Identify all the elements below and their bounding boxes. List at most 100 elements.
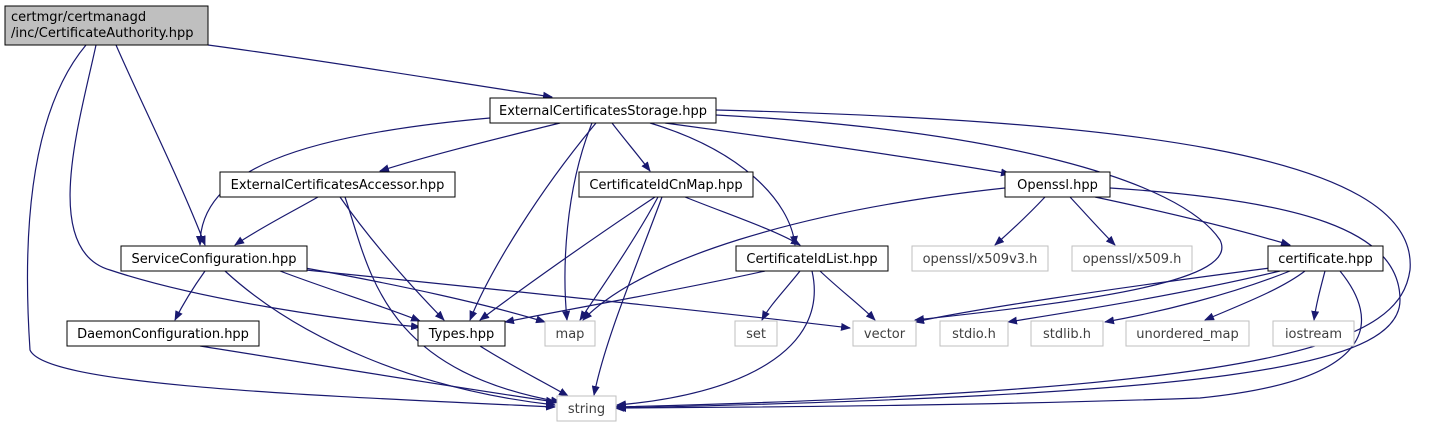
node-map[interactable]: map <box>544 320 596 347</box>
node-certificate[interactable]: certificate.hpp <box>1267 245 1384 272</box>
node-label: vector <box>864 327 906 342</box>
node-set[interactable]: set <box>734 320 778 347</box>
node-openssl-x509v3[interactable]: openssl/x509v3.h <box>911 245 1049 272</box>
node-box <box>1071 245 1193 272</box>
edge-storage-openssl <box>664 122 1011 177</box>
edge-idlist-vector <box>819 270 876 321</box>
edge-service-string <box>224 270 556 408</box>
node-label: /inc/CertificateAuthority.hpp <box>11 26 193 41</box>
node-label: set <box>746 327 766 342</box>
node-label: Openssl.hpp <box>1017 178 1098 193</box>
node-box <box>489 97 717 124</box>
node-service-config[interactable]: ServiceConfiguration.hpp <box>120 245 308 272</box>
node-label: ExternalCertificatesAccessor.hpp <box>231 178 445 193</box>
node-types[interactable]: Types.hpp <box>417 320 506 347</box>
edge-storage-types <box>469 122 597 321</box>
node-box <box>4 5 209 46</box>
edge-root-service-config <box>115 44 206 246</box>
node-openssl-x509[interactable]: openssl/x509.h <box>1071 245 1193 272</box>
node-ext-storage[interactable]: ExternalCertificatesStorage.hpp <box>489 97 717 124</box>
edge-storage-unordered-map <box>614 109 1411 411</box>
node-label: stdlib.h <box>1043 327 1091 342</box>
edge-idlist-string <box>616 270 815 409</box>
node-label: iostream <box>1285 327 1342 342</box>
node-label: ExternalCertificatesStorage.hpp <box>499 104 707 119</box>
edge-daemon-string <box>199 345 556 405</box>
node-box <box>735 245 889 272</box>
edge-storage-vector <box>715 114 1223 324</box>
edge-cert-stdio <box>1007 270 1281 325</box>
edge-service-types <box>279 270 421 322</box>
node-daemon-config[interactable]: DaemonConfiguration.hpp <box>66 320 260 347</box>
node-box <box>1125 320 1250 347</box>
edge-cert-vector <box>914 267 1271 324</box>
edge-accessor-string <box>344 196 561 405</box>
node-box <box>1030 320 1104 347</box>
node-box <box>544 320 596 347</box>
node-box <box>1004 171 1111 198</box>
node-box <box>417 320 506 347</box>
node-label: map <box>556 327 585 342</box>
node-unordered-map[interactable]: unordered_map <box>1125 320 1250 347</box>
node-label: stdio.h <box>952 327 996 342</box>
node-box <box>578 171 754 198</box>
edge-cert-stdlib <box>1104 270 1291 325</box>
node-stdio[interactable]: stdio.h <box>939 320 1009 347</box>
edge-idcnmap-idlist <box>684 196 801 246</box>
node-openssl[interactable]: Openssl.hpp <box>1004 171 1111 198</box>
edge-service-daemon <box>174 270 206 321</box>
edge-idcnmap-string <box>591 196 663 396</box>
node-box <box>911 245 1049 272</box>
node-stdlib[interactable]: stdlib.h <box>1030 320 1104 347</box>
node-box <box>66 320 260 347</box>
edge-types-string <box>479 345 569 397</box>
node-label: string <box>568 402 605 417</box>
node-cert-idlist[interactable]: CertificateIdList.hpp <box>735 245 889 272</box>
edge-openssl-certificate <box>1094 196 1291 247</box>
node-ext-accessor[interactable]: ExternalCertificatesAccessor.hpp <box>219 171 456 198</box>
node-box <box>1267 245 1384 272</box>
edge-storage-map <box>562 122 593 321</box>
edge-service-map <box>304 267 546 324</box>
node-box <box>1272 320 1355 347</box>
edge-service-vector <box>305 269 851 331</box>
node-cert-idcn-map[interactable]: CertificateIdCnMap.hpp <box>578 171 754 198</box>
node-label: ServiceConfiguration.hpp <box>131 252 296 267</box>
edge-storage-accessor <box>379 122 561 173</box>
node-label: certmgr/certmanagd <box>11 10 146 25</box>
edge-idcnmap-map <box>579 196 659 321</box>
node-string[interactable]: string <box>556 395 617 422</box>
edge-storage-idlist <box>649 122 798 246</box>
edge-root-string <box>26 44 556 411</box>
edge-accessor-service-config <box>234 196 319 246</box>
node-label: unordered_map <box>1136 327 1239 342</box>
edge-cert-unordered <box>1204 270 1306 321</box>
node-box <box>852 320 917 347</box>
edge-cert-iostream <box>1311 270 1326 321</box>
node-iostream[interactable]: iostream <box>1272 320 1355 347</box>
graph-nodes: certmgr/certmanagd/inc/CertificateAuthor… <box>4 5 1384 422</box>
node-label: CertificateIdCnMap.hpp <box>589 178 742 193</box>
edge-idlist-types <box>504 270 766 325</box>
edge-root-ext-storage <box>207 44 553 100</box>
node-box <box>556 395 617 422</box>
edge-openssl-x509v3 <box>994 196 1046 246</box>
edge-openssl-string <box>614 187 1401 412</box>
edge-accessor-types <box>339 196 445 321</box>
dependency-edges <box>26 44 1411 412</box>
node-label: Types.hpp <box>428 327 495 342</box>
edge-openssl-map <box>582 187 1006 321</box>
edge-root-types <box>69 44 421 331</box>
node-vector[interactable]: vector <box>852 320 917 347</box>
node-label: CertificateIdList.hpp <box>746 252 877 267</box>
node-label: DaemonConfiguration.hpp <box>77 327 249 342</box>
node-label: openssl/x509.h <box>1083 252 1182 267</box>
node-label: openssl/x509v3.h <box>923 252 1038 267</box>
node-root[interactable]: certmgr/certmanagd/inc/CertificateAuthor… <box>4 5 209 46</box>
edge-cert-string <box>616 270 1363 412</box>
edge-idcnmap-types <box>479 196 656 321</box>
edge-openssl-x509 <box>1069 196 1116 246</box>
node-box <box>734 320 778 347</box>
node-box <box>120 245 308 272</box>
